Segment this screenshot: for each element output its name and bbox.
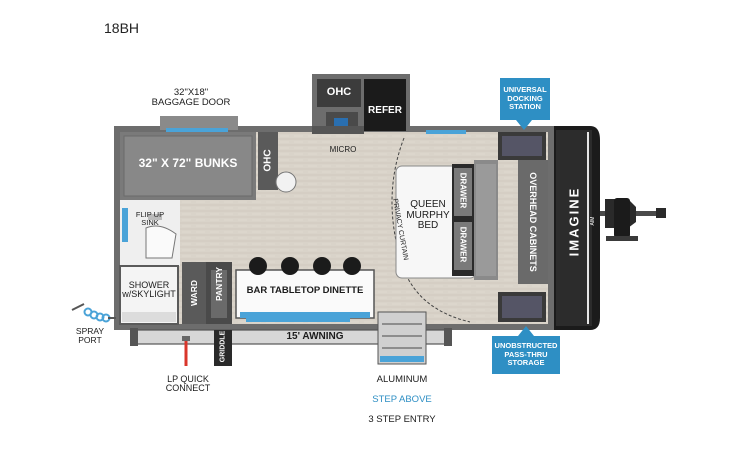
kitchen-box	[312, 74, 410, 134]
ohc-side-label: OHC	[262, 149, 274, 172]
dinette-counter	[235, 269, 375, 319]
hitch	[596, 198, 666, 241]
drawer-1-label: DRAWER	[458, 172, 468, 209]
overhead-cabinets	[518, 160, 548, 284]
pantry-label: PANTRY	[214, 267, 224, 301]
entry-line-2: STEP ABOVE	[372, 393, 432, 405]
bunks-label: 32" X 72" BUNKS	[138, 156, 238, 170]
dinette-label: BAR TABLETOP DINETTE	[246, 285, 364, 296]
ward-label: WARD	[189, 280, 199, 306]
spray-port-hose	[71, 303, 116, 323]
micro-label: MICRO	[329, 145, 357, 154]
awning-label: 15' AWNING	[286, 331, 344, 342]
refer-label: REFER	[368, 105, 402, 116]
entry-line-3: 3 STEP ENTRY	[368, 413, 436, 425]
ohc-top-label: OHC	[326, 86, 352, 98]
brand-sub-label: AIM	[590, 216, 596, 226]
baggage-door	[160, 116, 238, 130]
pass-thru-storage-callout: UNOBSTRUCTED PASS-THRU STORAGE	[492, 336, 560, 374]
storage-pointer	[518, 326, 534, 336]
drawer-2-label: DRAWER	[458, 226, 468, 263]
spray-port-label: SPRAY PORT	[75, 326, 105, 345]
docking-station-callout: UNIVERSAL DOCKING STATION	[500, 78, 550, 120]
entry-line-1: ALUMINUM	[376, 373, 428, 385]
model-name: 18BH	[104, 20, 140, 36]
bar-stool	[313, 257, 331, 275]
bar-stool	[249, 257, 267, 275]
toilet	[275, 171, 297, 193]
shower-label: SHOWER w/SKYLIGHT	[122, 280, 176, 300]
privacy-curtain-line	[391, 137, 471, 323]
lp-quick-connect-label: LP QUICK CONNECT	[165, 374, 211, 394]
overhead-cabinets-label: OVERHEAD CABINETS	[528, 172, 538, 272]
entry-steps	[377, 311, 427, 365]
bunk-ohc	[258, 132, 278, 190]
brand-label: IMAGINE	[566, 186, 582, 257]
bed-label: QUEEN MURPHY BED	[406, 199, 450, 231]
flip-up-sink-label: FLIP UP SINK	[135, 210, 165, 227]
baggage-door-label: 32"X18" BAGGAGE DOOR	[151, 87, 231, 108]
griddle-label: GRIDDLE	[219, 330, 227, 363]
bar-stool	[343, 257, 361, 275]
wardrobe	[182, 262, 206, 324]
bar-stool	[281, 257, 299, 275]
entry-label: ALUMINUM STEP ABOVE 3 STEP ENTRY	[352, 365, 452, 435]
griddle	[214, 330, 232, 366]
docking-pointer	[516, 120, 532, 130]
